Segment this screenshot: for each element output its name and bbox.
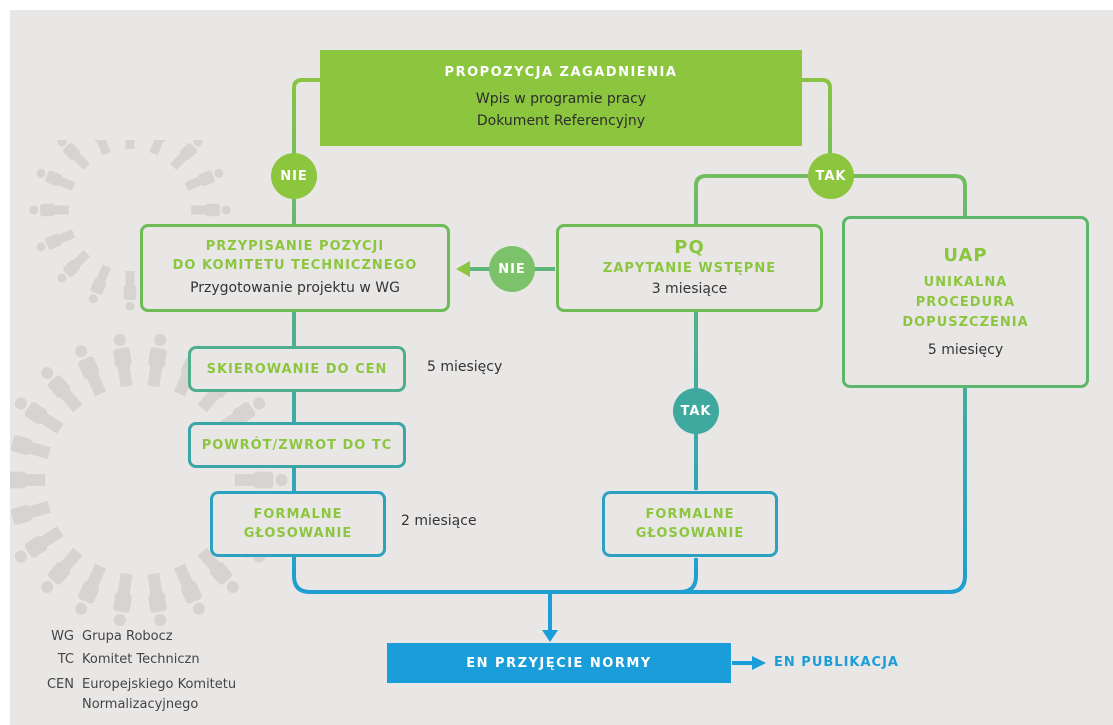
proposal-title: PROPOZYCJA ZAGADNIENIA [444, 64, 678, 80]
cen-duration: 5 miesięcy [427, 359, 503, 375]
assign-subtitle: Przygotowanie projektu w WG [190, 280, 400, 296]
person-figure [125, 140, 135, 149]
decision-tak-right: TAK [808, 153, 854, 199]
return-tc-box: POWRÓT/ZWROT DO TC [188, 422, 406, 468]
person-figure [149, 140, 170, 156]
legend-tc-abbr: TC [57, 652, 74, 667]
person-figure [41, 366, 83, 413]
legend-cen-text: Europejskiego Komitetu Normalizacyjnego [82, 677, 237, 712]
uap-box: UAP UNIKALNA PROCEDURA DOPUSZCZENIA 5 mi… [842, 216, 1089, 388]
accept-label: EN PRZYJĘCIE NORMY [466, 655, 652, 671]
proposal-box: PROPOZYCJA ZAGADNIENIA Wpis w programie … [320, 50, 802, 146]
person-figure [170, 140, 203, 170]
person-figure [14, 397, 64, 434]
person-figure [10, 434, 51, 460]
en-acceptance-box: EN PRZYJĘCIE NORMY [387, 643, 731, 683]
person-figure [184, 168, 224, 191]
decision-tak-mid: TAK [673, 388, 719, 434]
pq-title: PQ [674, 237, 705, 258]
legend-tc: TC Komitet Techniczn [58, 652, 200, 667]
legend-cen: CEN Europejskiego Komitetu Normalizacyjn… [47, 675, 262, 715]
formal-vote-left-box: FORMALNE GŁOSOWANIE [210, 491, 386, 557]
decision-nie-left: NIE [271, 153, 317, 199]
formal-vote-mid-box: FORMALNE GŁOSOWANIE [602, 491, 778, 557]
connector-top-left [292, 78, 320, 98]
person-figure [234, 471, 288, 489]
assign-committee-box: PRZYPISANIE POZYCJI DO KOMITETU TECHNICZ… [140, 224, 450, 312]
uap-line3: DOPUSZCZENIA [902, 315, 1029, 330]
person-figure [197, 547, 239, 594]
person-figure [36, 168, 76, 191]
person-figure [57, 140, 90, 170]
vote-left-line1: FORMALNE [253, 507, 343, 522]
person-figure [113, 333, 133, 388]
legend-tc-text: Komitet Techniczn [82, 652, 200, 667]
person-figure [36, 229, 76, 252]
person-figure [29, 203, 69, 217]
person-figure [57, 250, 90, 283]
person-figure [123, 271, 137, 311]
person-figure [10, 500, 51, 526]
uap-line2: PROCEDURA [915, 295, 1016, 310]
person-figure [41, 547, 83, 594]
pq-subtitle: ZAPYTANIE WSTĘPNE [602, 261, 777, 276]
person-figure [147, 572, 167, 627]
person-figure [173, 563, 205, 615]
vote-left-line2: GŁOSOWANIE [243, 526, 353, 541]
vote-left-duration: 2 miesiące [401, 513, 477, 529]
assign-title-line1: PRZYPISANIE POZYCJI [205, 239, 385, 254]
en-publication-label: EN PUBLIKACJA [774, 655, 899, 670]
vote-mid-line1: FORMALNE [645, 507, 735, 522]
proposal-line1: Wpis w programie pracy [475, 90, 647, 107]
person-figure [147, 333, 167, 388]
cen-label: SKIEROWANIE DO CEN [206, 361, 388, 377]
cen-referral-box: SKIEROWANIE DO CEN [188, 346, 406, 392]
uap-title: UAP [943, 245, 988, 266]
pq-box: PQ ZAPYTANIE WSTĘPNE 3 miesiące [556, 224, 823, 312]
legend-wg-text: Grupa Robocz [82, 629, 173, 644]
person-figure [10, 471, 46, 489]
legend-cen-abbr: CEN [46, 677, 74, 692]
diagram-canvas: PROPOZYCJA ZAGADNIENIA Wpis w programie … [10, 10, 1113, 725]
vote-mid-line2: GŁOSOWANIE [635, 526, 745, 541]
person-figure [14, 526, 64, 563]
legend-wg: WG Grupa Robocz [51, 629, 173, 644]
person-figure [113, 572, 133, 627]
legend-wg-abbr: WG [51, 629, 74, 644]
assign-title-line2: DO KOMITETU TECHNICZNEGO [172, 258, 418, 273]
person-figure [75, 345, 107, 397]
person-figure [90, 140, 111, 156]
person-figure [88, 264, 111, 304]
decision-nie-mid: NIE [489, 246, 535, 292]
proposal-line2: Dokument Referencyjny [476, 112, 646, 129]
return-label: POWRÓT/ZWROT DO TC [201, 437, 393, 453]
pq-duration: 3 miesiące [651, 281, 728, 297]
uap-duration: 5 miesięcy [927, 342, 1004, 358]
person-figure [75, 563, 107, 615]
person-figure [191, 203, 231, 217]
uap-line1: UNIKALNA [923, 275, 1008, 290]
